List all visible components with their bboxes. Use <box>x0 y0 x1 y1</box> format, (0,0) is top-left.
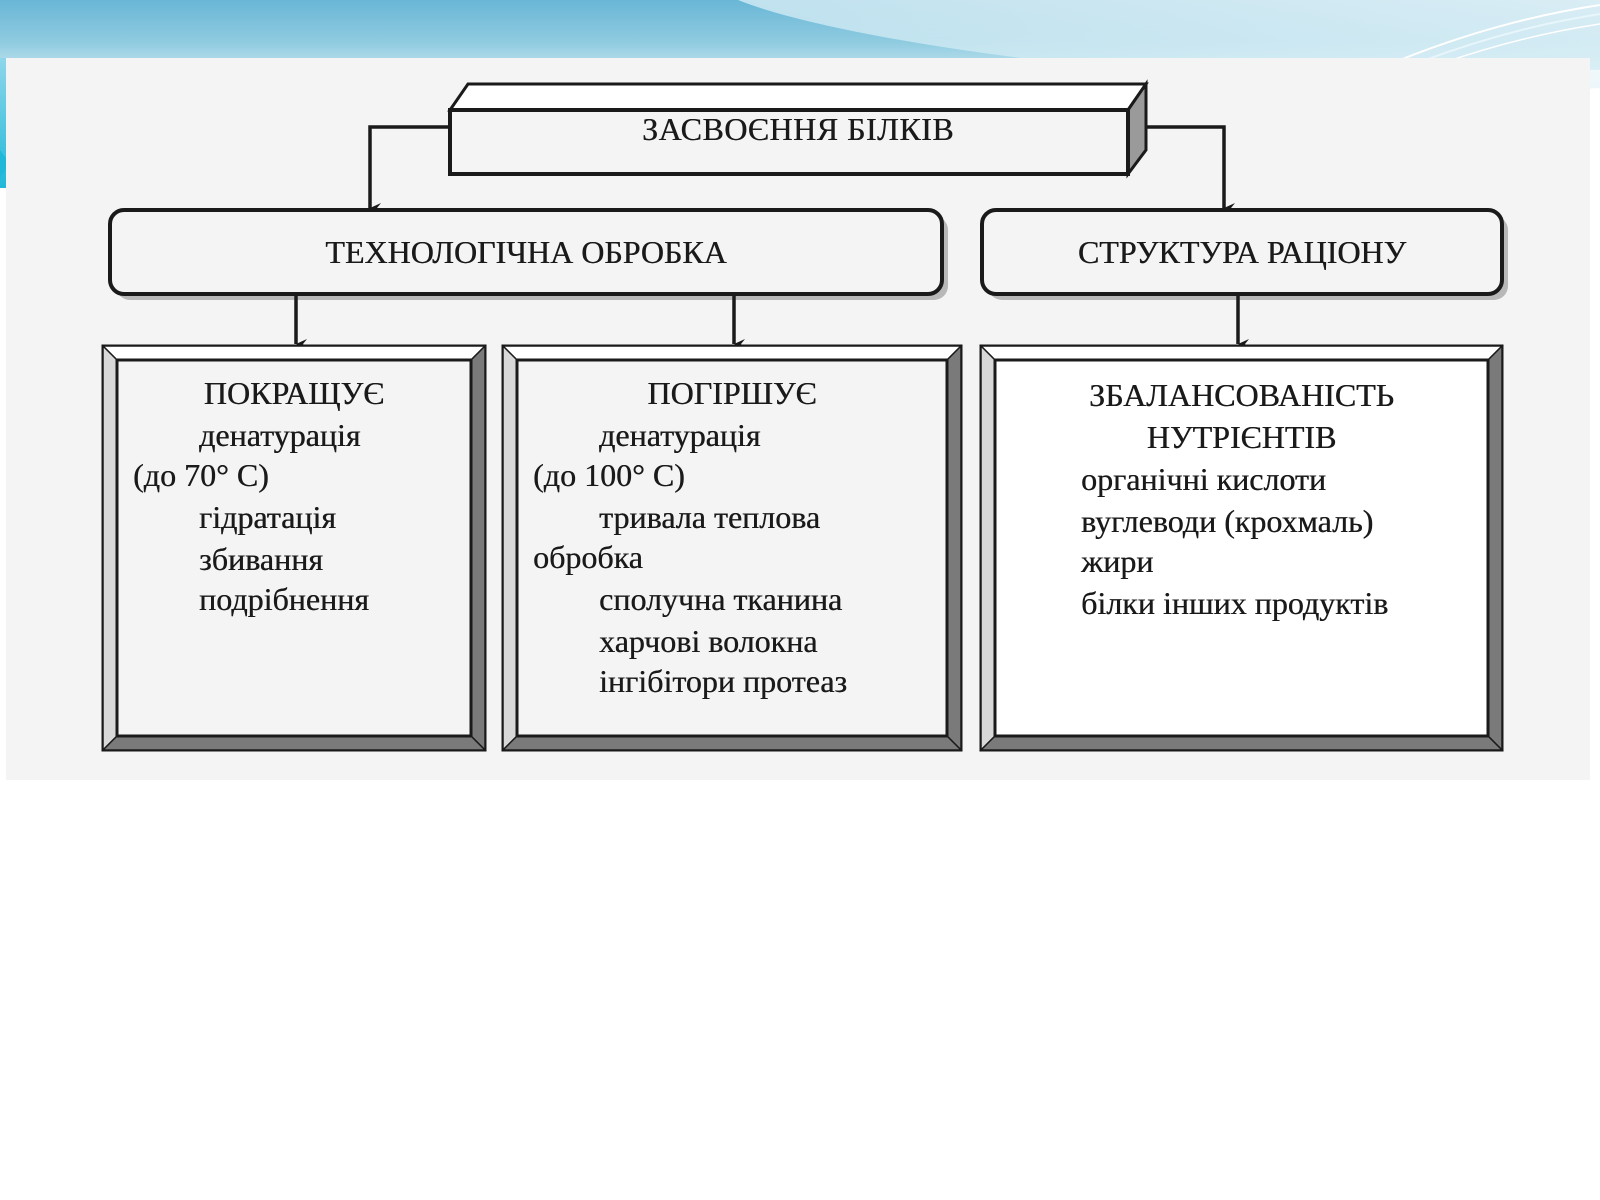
category-node-diet-structure: СТРУКТУРА РАЦІОНУ <box>982 210 1502 294</box>
root-box-shape <box>447 79 1149 179</box>
detail-heading-improves: ПОКРАЩУЄ <box>203 375 385 411</box>
detail-node-improves: ПОКРАЩУЄ денатурація (до 70° С) гідратац… <box>103 346 485 750</box>
detail-line: (до 100° С) <box>533 457 685 493</box>
tech-box-shape <box>108 208 948 300</box>
root-node-label: ЗАСВОЄННЯ БІЛКІВ <box>641 110 955 147</box>
banner-decorative-lines <box>1399 4 1600 65</box>
detail-line: денатурація <box>199 417 361 453</box>
detail-node-worsens: ПОГІРШУЄ денатурація (до 100° С) тривала… <box>503 346 961 750</box>
detail-heading-balance-line-1: ЗБАЛАНСОВАНІСТЬ <box>1089 377 1394 413</box>
category-node-technological-processing: ТЕХНОЛОГІЧНА ОБРОБКА <box>110 210 942 294</box>
connector-root-to-structure <box>1146 125 1235 213</box>
detail-line: сполучна тканина <box>599 581 843 617</box>
worsens-box-frame <box>501 344 963 752</box>
slide-left-accent-bar <box>0 58 6 188</box>
detail-line: подрібнення <box>199 581 369 617</box>
detail-line: вуглеводи (крохмаль) <box>1081 503 1374 539</box>
structure-box-shape <box>980 208 1508 300</box>
detail-line: обробка <box>533 539 643 575</box>
detail-node-nutrient-balance: ЗБАЛАНСОВАНІСТЬ НУТРІЄНТІВ органічні кис… <box>981 346 1502 750</box>
detail-heading-worsens: ПОГІРШУЄ <box>647 375 817 411</box>
balance-box-frame <box>979 344 1504 752</box>
detail-line: білки інших продуктів <box>1081 585 1389 621</box>
detail-line: гідратація <box>199 499 336 535</box>
root-node-assimilation: ЗАСВОЄННЯ БІЛКІВ <box>450 84 1146 174</box>
detail-line: органічні кислоти <box>1081 461 1326 497</box>
detail-line: інгібітори протеаз <box>599 663 848 699</box>
detail-line: (до 70° С) <box>133 457 269 493</box>
detail-line: денатурація <box>599 417 761 453</box>
category-label-diet-structure: СТРУКТУРА РАЦІОНУ <box>1077 233 1407 270</box>
slide-left-accent-wedge <box>0 150 10 178</box>
detail-line: збивання <box>199 541 323 577</box>
category-label-technological-processing: ТЕХНОЛОГІЧНА ОБРОБКА <box>325 233 727 270</box>
connector-root-to-tech <box>368 125 450 213</box>
improves-box-frame <box>101 344 487 752</box>
detail-line: жири <box>1081 543 1154 579</box>
detail-heading-balance-line-2: НУТРІЄНТІВ <box>1146 419 1337 455</box>
detail-line: харчові волокна <box>599 623 818 659</box>
detail-line: тривала теплова <box>599 499 821 535</box>
